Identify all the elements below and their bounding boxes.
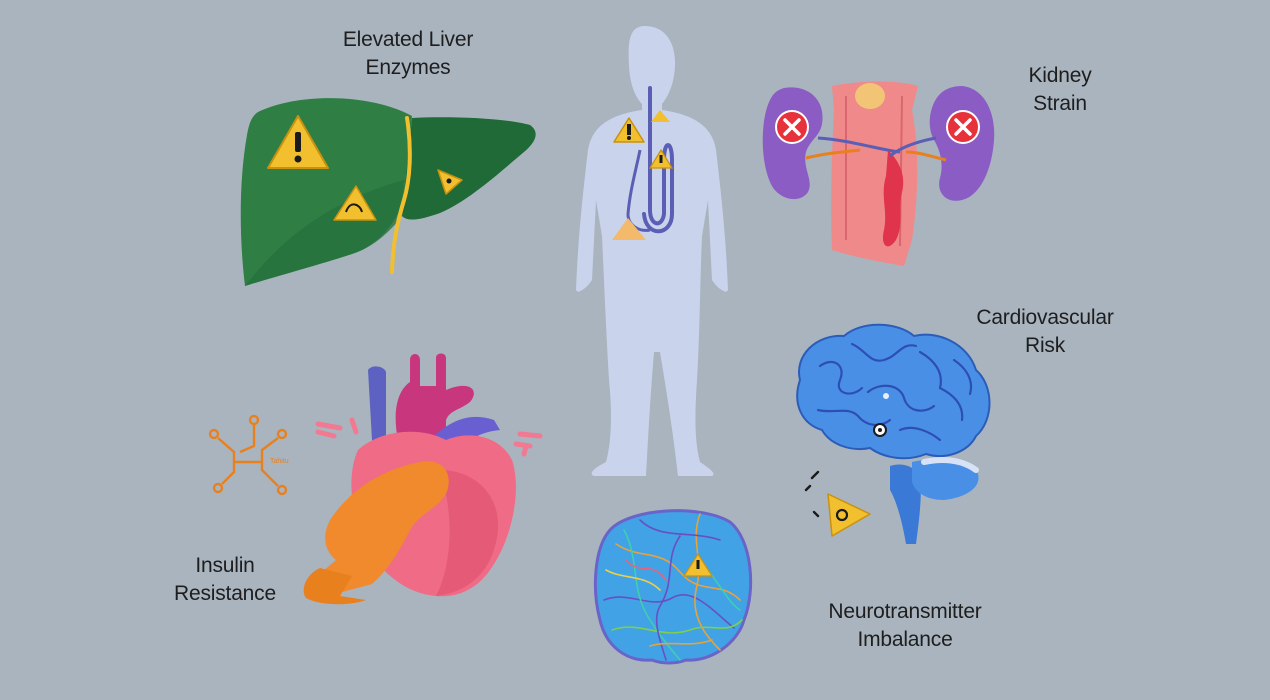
cross-icon — [946, 110, 980, 144]
human-body-silhouette — [576, 26, 728, 476]
ureter — [889, 136, 937, 158]
warning-icon — [437, 169, 463, 195]
liver-right-lobe — [402, 117, 536, 220]
label-line: Risk — [1024, 334, 1066, 357]
circuit-icon — [208, 414, 288, 496]
kidney-illustration — [762, 81, 995, 266]
label-line: Imbalance — [857, 628, 953, 651]
label-line: Neurotransmitter — [828, 600, 982, 623]
warning-icon — [267, 115, 329, 169]
aorta — [395, 353, 474, 440]
heart-band-tail — [303, 568, 366, 605]
label-line: Resistance — [174, 582, 276, 605]
heart-mark — [315, 417, 359, 439]
warning-icon — [651, 110, 670, 122]
cross-icon — [775, 110, 809, 144]
ureter — [905, 150, 947, 162]
heart-vein — [368, 366, 386, 447]
body-vessel — [626, 149, 651, 232]
warning-icon — [827, 493, 871, 537]
neural-tissue — [593, 509, 753, 665]
warning-icon — [612, 218, 646, 240]
ureter — [805, 148, 861, 160]
label-line: Insulin — [195, 554, 255, 577]
neural-tissue-illustration — [593, 509, 753, 665]
warning-icon — [333, 185, 377, 221]
label-kidney-strain: Kidney Strain — [990, 62, 1130, 118]
cerebellum-band — [921, 457, 979, 473]
warning-mark — [804, 470, 820, 518]
vessel-blob — [855, 83, 885, 109]
label-cardiovascular-risk: Cardiovascular Risk — [950, 304, 1140, 360]
heart-band — [310, 461, 449, 598]
heart-illustration — [303, 353, 543, 605]
label-line: Strain — [1033, 92, 1087, 115]
warning-icon — [682, 552, 714, 577]
vessel-tube — [831, 81, 918, 266]
label-line: Kidney — [1028, 64, 1092, 87]
liver-illustration — [240, 98, 536, 286]
label-elevated-liver-enzymes: Elevated Liver Enzymes — [318, 26, 498, 82]
vessel-damage — [882, 150, 904, 247]
body-vessel — [642, 86, 674, 234]
warning-icon — [613, 117, 645, 143]
warning-icon — [648, 148, 674, 169]
brain-cerebrum — [796, 323, 991, 460]
circuit-caption: Tahitu — [270, 458, 289, 465]
body-outline — [576, 26, 728, 476]
brain-marker — [883, 393, 889, 399]
cerebellum — [912, 459, 979, 500]
label-neurotransmitter-imbalance: Neurotransmitter Imbalance — [800, 598, 1010, 654]
neural-network — [603, 513, 743, 661]
heart-shadow — [436, 470, 499, 596]
label-line: Enzymes — [365, 56, 451, 79]
ureter — [817, 136, 901, 154]
bile-duct — [390, 116, 412, 274]
label-line: Elevated Liver — [342, 28, 474, 51]
label-line: Cardiovascular — [976, 306, 1114, 329]
label-insulin-resistance: Insulin Resistance — [150, 552, 300, 608]
heart-mark — [513, 431, 543, 457]
brain-illustration — [796, 323, 991, 544]
